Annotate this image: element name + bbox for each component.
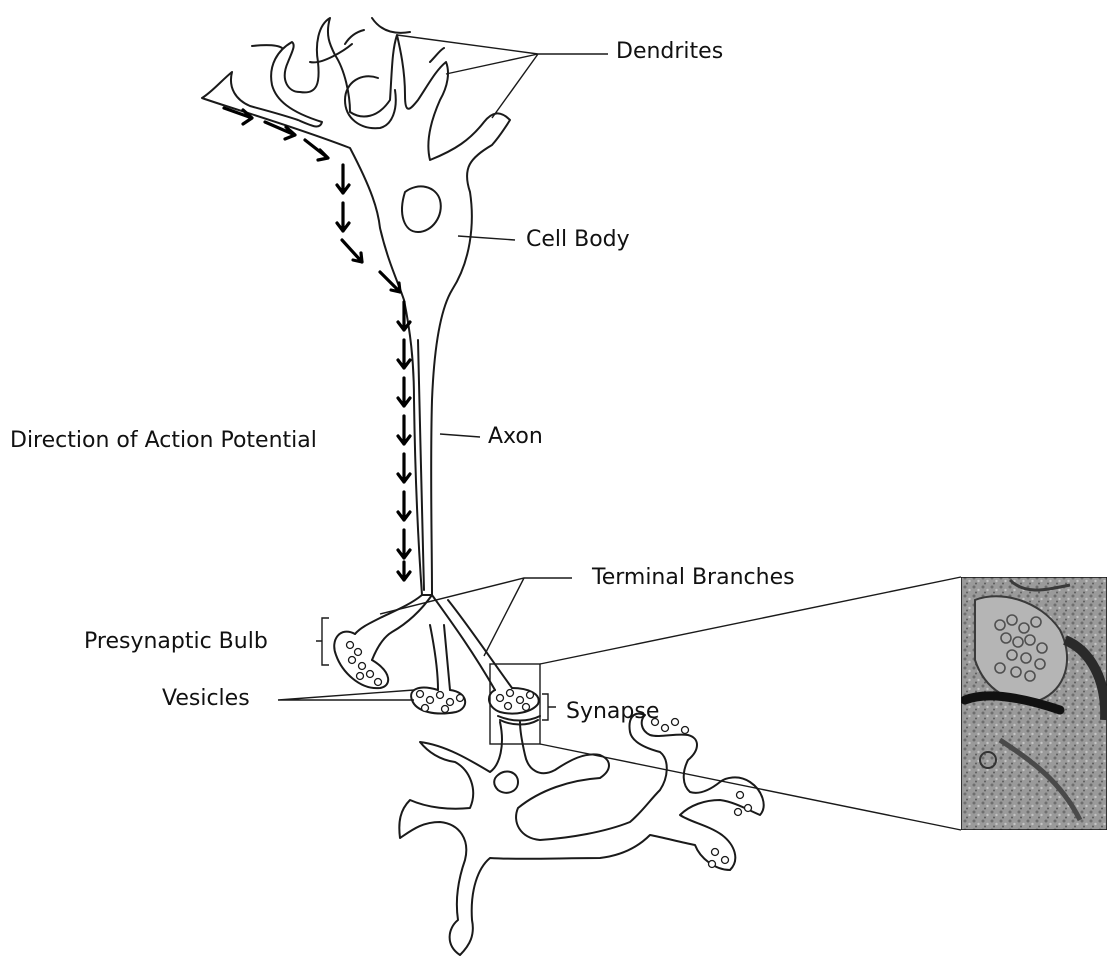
terminal-branch-left bbox=[355, 595, 422, 634]
terminal-branch-left-lower bbox=[372, 595, 432, 660]
synapse-label: Synapse bbox=[566, 701, 659, 723]
cell-body-outline bbox=[202, 18, 510, 595]
postsynaptic-nucleus bbox=[494, 771, 518, 792]
dendrite-fork-left bbox=[252, 30, 364, 62]
presynaptic-bulb-bracket bbox=[316, 618, 329, 665]
vesicle bbox=[709, 861, 716, 868]
cell-body-label: Cell Body bbox=[526, 229, 630, 251]
vesicle bbox=[505, 703, 512, 710]
vesicle bbox=[427, 697, 434, 704]
vesicle bbox=[355, 649, 362, 656]
axon-label: Axon bbox=[488, 426, 543, 448]
cell-body-leader bbox=[458, 236, 515, 240]
arrow bbox=[398, 562, 410, 580]
vesicle bbox=[497, 695, 504, 702]
terminal-branch-middle bbox=[430, 625, 450, 690]
terminal-branch-right bbox=[432, 595, 512, 690]
synapse-zoom-box bbox=[490, 664, 540, 744]
zoom-line-top bbox=[540, 577, 961, 664]
vesicles-leader bbox=[278, 690, 414, 700]
arrow bbox=[337, 203, 349, 231]
vesicle bbox=[672, 719, 679, 726]
vesicle bbox=[745, 805, 752, 812]
vesicle bbox=[349, 657, 356, 664]
vesicle bbox=[347, 642, 354, 649]
vesicle bbox=[523, 704, 530, 711]
dendrites-leader bbox=[397, 35, 608, 118]
arrow bbox=[398, 416, 410, 444]
vesicle bbox=[527, 692, 534, 699]
lower-neuron bbox=[399, 714, 763, 955]
dendrites-label: Dendrites bbox=[616, 41, 723, 63]
arrow bbox=[342, 240, 362, 262]
vesicle bbox=[375, 679, 382, 686]
upper-neuron bbox=[202, 18, 510, 595]
arrow bbox=[398, 530, 410, 558]
vesicle bbox=[722, 857, 729, 864]
arrow bbox=[265, 122, 295, 139]
vesicle bbox=[437, 692, 444, 699]
vesicle bbox=[735, 809, 742, 816]
arrow bbox=[398, 378, 410, 406]
arrow bbox=[337, 165, 349, 193]
vesicle bbox=[457, 695, 464, 702]
vesicle bbox=[359, 663, 366, 670]
synaptic-cleft bbox=[498, 716, 540, 725]
presynaptic-bulb-label: Presynaptic Bulb bbox=[84, 631, 268, 653]
arrow bbox=[305, 140, 328, 160]
vesicle bbox=[662, 725, 669, 732]
vesicle bbox=[357, 673, 364, 680]
direction-label: Direction of Action Potential bbox=[10, 430, 317, 452]
postsynaptic-cell-outline bbox=[399, 714, 763, 955]
vesicle bbox=[422, 705, 429, 712]
vesicles-label: Vesicles bbox=[162, 688, 250, 710]
vesicle bbox=[682, 727, 689, 734]
terminal-branches-label: Terminal Branches bbox=[592, 567, 795, 589]
vesicle bbox=[417, 691, 424, 698]
vesicle bbox=[447, 699, 454, 706]
arrow bbox=[398, 340, 410, 368]
synapse-micrograph bbox=[961, 577, 1107, 830]
action-potential-arrows bbox=[224, 108, 410, 580]
axon-leader bbox=[440, 434, 480, 437]
arrow bbox=[398, 492, 410, 520]
terminal-branches-leader bbox=[380, 578, 572, 656]
vesicle bbox=[507, 690, 514, 697]
vesicle bbox=[517, 697, 524, 704]
nucleus bbox=[402, 186, 441, 232]
vesicle bbox=[712, 849, 719, 856]
vesicle bbox=[737, 792, 744, 799]
arrow bbox=[398, 302, 410, 330]
arrow bbox=[398, 454, 410, 482]
vesicle bbox=[367, 671, 374, 678]
zoom-line-bottom bbox=[540, 744, 961, 830]
vesicle bbox=[442, 706, 449, 713]
synapse-bracket bbox=[542, 694, 556, 720]
